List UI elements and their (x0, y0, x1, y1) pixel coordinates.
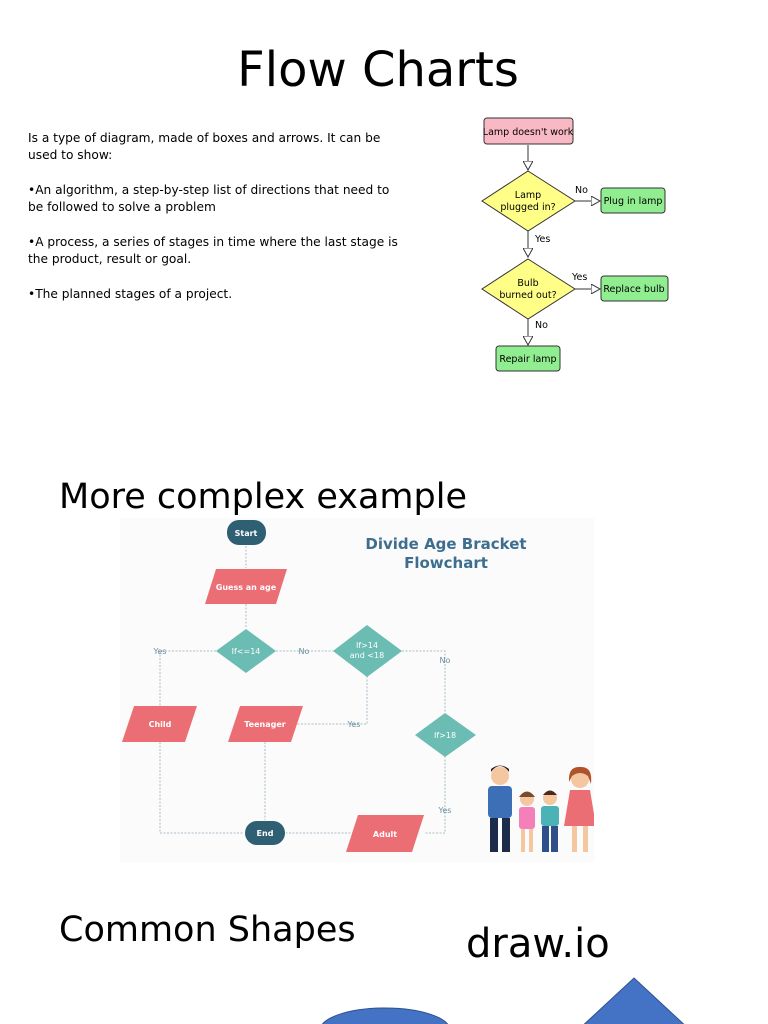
age-adult-label: Adult (373, 830, 397, 839)
lamp-yes2-label: Yes (571, 272, 587, 283)
intro-paragraph: Is a type of diagram, made of boxes and … (28, 131, 381, 162)
lamp-start-box (483, 117, 574, 145)
age-yes-label-2: Yes (347, 720, 361, 729)
lamp-action-plug (600, 187, 666, 214)
lamp-flowchart: Lamp doesn't work Lamp plugged in? No Ye… (481, 117, 669, 372)
lamp-action-plug-label: Plug in lamp (604, 196, 663, 207)
age-no-label-2: No (440, 656, 451, 665)
age-decision-gt18-label: If>18 (434, 731, 456, 740)
age-decision-14to18 (333, 625, 402, 677)
lamp-decision-plugged-line1: Lamp (515, 190, 541, 201)
age-decision-le14 (216, 629, 276, 673)
family-illustration (488, 765, 594, 852)
age-yes-label-1: Yes (153, 647, 167, 656)
age-no-label-1: No (299, 647, 310, 656)
lamp-decision-plugged (481, 170, 576, 232)
age-adult-node (346, 815, 424, 852)
intro-bullet-process: •A process, a series of stages in time w… (28, 235, 398, 266)
lamp-action-replace-label: Replace bulb (603, 284, 664, 295)
lamp-decision-bulb (481, 258, 576, 320)
lamp-start-label: Lamp doesn't work (483, 127, 574, 138)
lamp-action-replace (600, 275, 669, 302)
age-chart-title-line2: Flowchart (404, 554, 488, 572)
intro-bullet-project: •The planned stages of a project. (28, 287, 233, 301)
diamond-shape (583, 977, 685, 1024)
lamp-no2-label: No (535, 320, 548, 331)
age-decision-14to18-line2: and <18 (350, 651, 384, 660)
age-teenager-node (228, 706, 303, 742)
age-teenager-label: Teenager (244, 720, 285, 729)
age-start-node (227, 520, 266, 545)
lamp-yes-label: Yes (534, 234, 550, 245)
age-child-label: Child (149, 720, 172, 729)
oval-shape (321, 1007, 449, 1024)
age-yes-label-3: Yes (438, 806, 452, 815)
page-title: Flow Charts (237, 42, 519, 98)
lamp-no-label: No (575, 185, 588, 196)
age-guess-label: Guess an age (216, 583, 277, 592)
lamp-decision-bulb-line2: burned out? (499, 290, 556, 301)
age-start-label: Start (235, 529, 258, 538)
drawio-label: draw.io (466, 921, 610, 967)
lamp-end-box (495, 345, 561, 372)
lamp-decision-plugged-line2: plugged in? (500, 202, 555, 213)
age-bracket-flowchart: Divide Age Bracket Flowchart Start Guess… (120, 518, 594, 862)
common-shapes-heading: Common Shapes (59, 910, 356, 950)
age-decision-14to18-line1: If>14 (356, 641, 378, 650)
common-shapes-preview (321, 977, 685, 1024)
age-chart-title-line1: Divide Age Bracket (365, 535, 526, 553)
complex-example-heading: More complex example (59, 477, 467, 517)
age-child-node (122, 706, 197, 742)
intro-bullet-algorithm: •An algorithm, a step-by-step list of di… (28, 183, 390, 214)
age-decision-gt18 (415, 713, 476, 757)
lamp-end-label: Repair lamp (499, 354, 556, 365)
age-decision-le14-label: If<=14 (232, 647, 261, 656)
intro-text: Is a type of diagram, made of boxes and … (28, 130, 408, 321)
age-end-node (245, 821, 285, 845)
lamp-decision-bulb-line1: Bulb (517, 278, 538, 289)
age-guess-node (205, 569, 287, 604)
age-end-label: End (257, 829, 274, 838)
